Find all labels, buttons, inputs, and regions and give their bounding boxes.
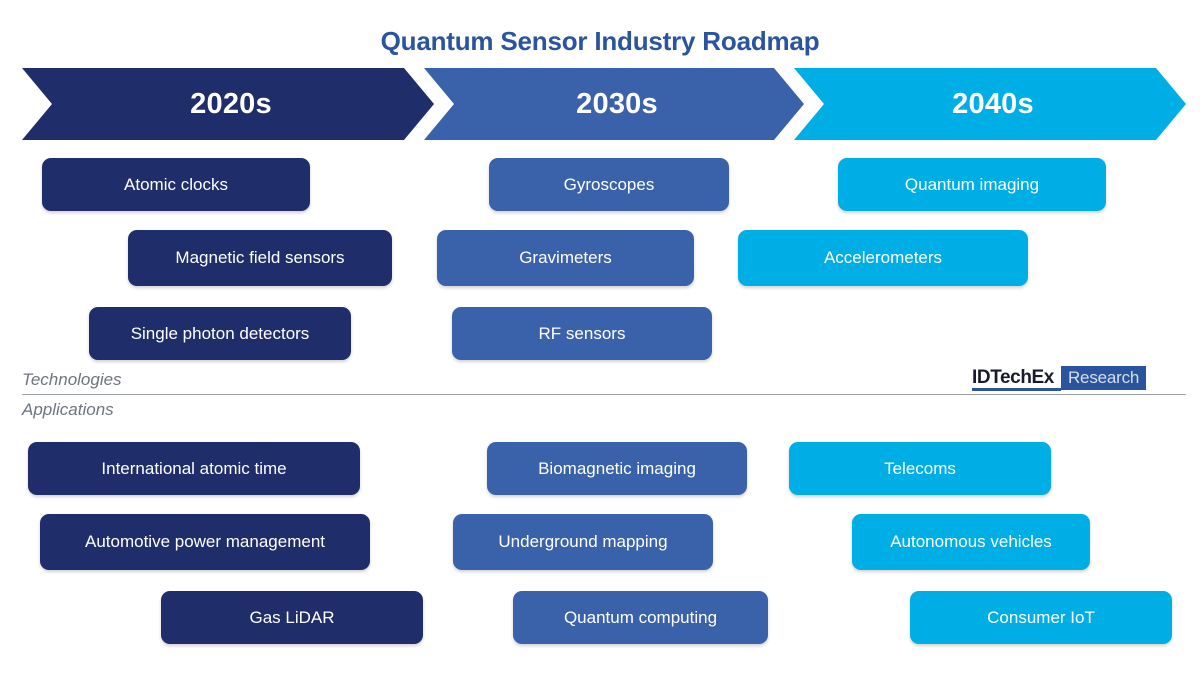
timeline-segment-2020s[interactable]: 2020s <box>22 68 434 140</box>
technology-pill[interactable]: Magnetic field sensors <box>128 230 392 286</box>
timeline-segment-label: 2020s <box>190 87 272 120</box>
technology-pill-label: Atomic clocks <box>124 174 228 194</box>
timeline-segment-label: 2030s <box>576 87 658 120</box>
technology-pill-label: Gravimeters <box>519 248 612 268</box>
page-title: Quantum Sensor Industry Roadmap <box>380 26 820 56</box>
application-pill-label: Telecoms <box>884 458 956 478</box>
application-pill-label: Quantum computing <box>563 607 718 627</box>
application-pill-label: Gas LiDAR <box>249 607 335 627</box>
application-pill[interactable]: International atomic time <box>28 442 360 495</box>
timeline-segment-2040s[interactable]: 2040s <box>794 68 1186 140</box>
technology-pill[interactable]: Atomic clocks <box>42 158 310 211</box>
logo-research-badge: Research <box>1060 366 1147 390</box>
technology-pill[interactable]: Quantum imaging <box>838 158 1106 211</box>
section-label-technologies: Technologies <box>22 370 122 389</box>
section-label-applications: Applications <box>22 400 114 419</box>
technology-pill[interactable]: Accelerometers <box>738 230 1028 286</box>
application-pill-label: Automotive power management <box>84 532 326 552</box>
logo-wordmark: IDTechEx <box>972 366 1061 391</box>
technology-pill-label: Quantum imaging <box>904 174 1040 194</box>
logo-underline <box>972 388 1061 391</box>
timeline-segment-2030s[interactable]: 2030s <box>424 68 804 140</box>
technology-pill[interactable]: Gravimeters <box>437 230 694 286</box>
application-pill[interactable]: Gas LiDAR <box>161 591 423 644</box>
application-pill-label: Autonomous vehicles <box>890 532 1052 552</box>
technology-pill-label: Magnetic field sensors <box>175 248 345 268</box>
application-pill[interactable]: Biomagnetic imaging <box>487 442 747 495</box>
section-divider <box>22 394 1186 395</box>
technology-pill[interactable]: Gyroscopes <box>489 158 729 211</box>
technology-pill-label: Gyroscopes <box>563 174 655 194</box>
application-pill-label: Underground mapping <box>498 532 668 552</box>
application-pill[interactable]: Automotive power management <box>40 514 370 570</box>
technology-pill[interactable]: RF sensors <box>452 307 712 360</box>
technology-pill-label: Accelerometers <box>823 248 943 268</box>
application-pill-label: Biomagnetic imaging <box>538 458 696 478</box>
application-pill[interactable]: Underground mapping <box>453 514 713 570</box>
timeline-segment-label: 2040s <box>952 87 1034 120</box>
timeline-arrow-band: 2020s 2030s 2040s <box>0 68 1200 140</box>
application-pill-label: Consumer IoT <box>987 607 1095 627</box>
technology-pill-label: RF sensors <box>538 323 626 343</box>
logo-wordmark-text: IDTechEx <box>972 367 1054 388</box>
application-pill[interactable]: Consumer IoT <box>910 591 1172 644</box>
application-pill[interactable]: Autonomous vehicles <box>852 514 1090 570</box>
idtechex-research-logo: IDTechEx Research <box>972 366 1147 391</box>
application-pill[interactable]: Quantum computing <box>513 591 768 644</box>
application-pill[interactable]: Telecoms <box>789 442 1051 495</box>
technology-pill[interactable]: Single photon detectors <box>89 307 351 360</box>
technology-pill-label: Single photon detectors <box>130 323 310 343</box>
application-pill-label: International atomic time <box>101 458 287 478</box>
